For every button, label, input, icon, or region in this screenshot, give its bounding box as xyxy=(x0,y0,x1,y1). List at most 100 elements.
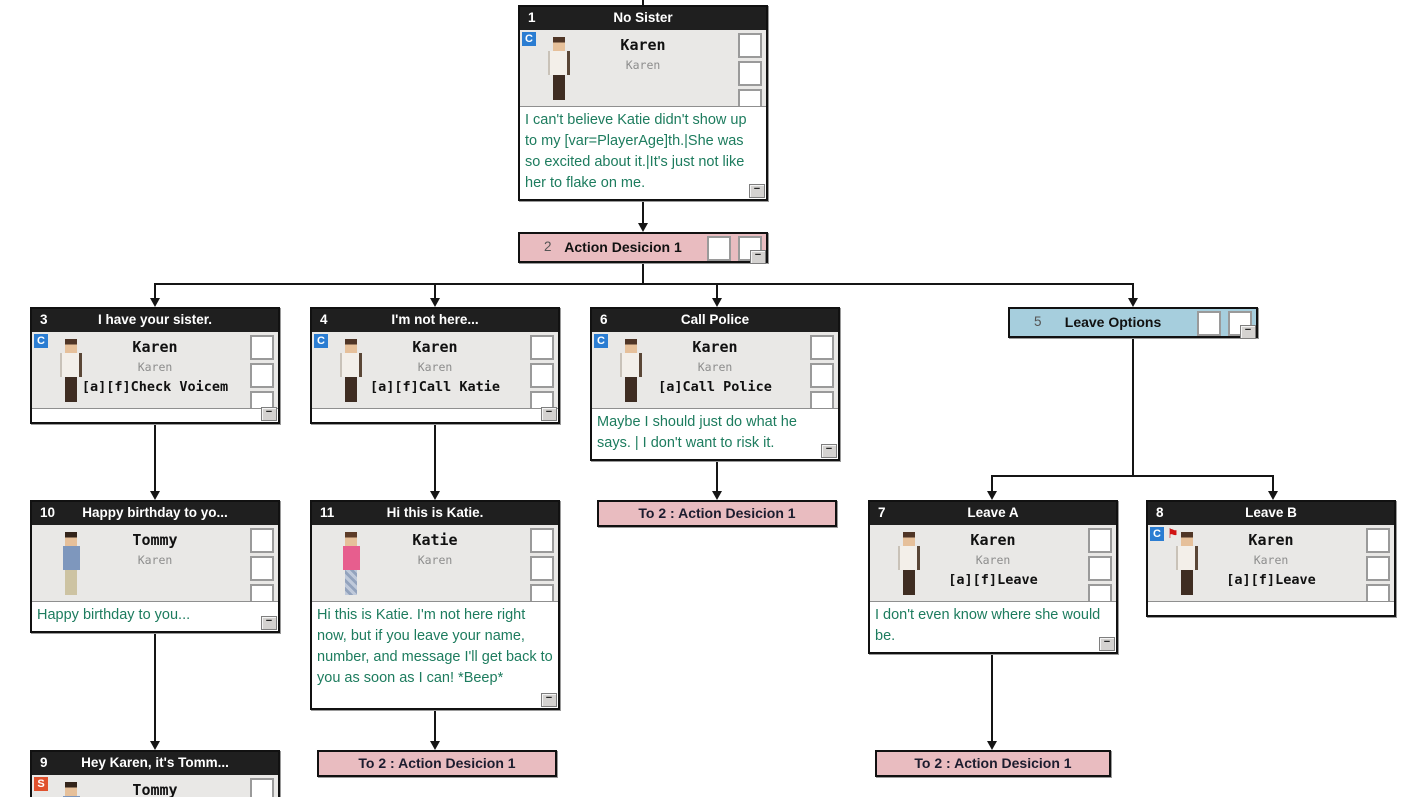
minimize-button[interactable]: − xyxy=(541,407,557,421)
node-title: Leave Options xyxy=(1064,314,1162,330)
dialogue-text-area[interactable]: Happy birthday to you... − xyxy=(32,601,278,631)
node-header[interactable]: 9 Hey Karen, it's Tomm... xyxy=(32,752,278,775)
arrowhead xyxy=(150,491,160,500)
dialogue-text-area[interactable]: − xyxy=(32,407,278,422)
dialogue-text[interactable] xyxy=(1148,602,1394,615)
node-title: Leave B xyxy=(1245,505,1297,520)
action-node-2[interactable]: 2 Action Desicion 1 − xyxy=(518,232,768,264)
character-name: Karen xyxy=(620,36,666,54)
node-body: Karen Karen [a][f]Leave xyxy=(870,525,1116,609)
character-name: Karen xyxy=(970,531,1016,549)
node-title: I'm not here... xyxy=(391,312,479,327)
node-id: 7 xyxy=(878,505,886,520)
checkbox[interactable] xyxy=(250,556,274,581)
checkbox[interactable] xyxy=(1366,556,1390,581)
arrowhead xyxy=(1128,298,1138,307)
dialogue-node-9[interactable]: 9 Hey Karen, it's Tomm... S Tommy xyxy=(30,750,280,797)
dialogue-node-11[interactable]: 11 Hi this is Katie. Katie Karen Hi this… xyxy=(310,500,560,710)
connector-line xyxy=(991,653,993,742)
checkbox[interactable] xyxy=(1366,528,1390,553)
checkbox[interactable] xyxy=(530,363,554,388)
character-sprite-karen xyxy=(54,339,88,403)
connector-line xyxy=(642,190,644,225)
dialogue-node-4[interactable]: 4 I'm not here... C Karen Karen [a][f]Ca… xyxy=(310,307,560,424)
dialogue-node-10[interactable]: 10 Happy birthday to yo... Tommy Karen H… xyxy=(30,500,280,633)
dialogue-text[interactable]: Hi this is Katie. I'm not here right now… xyxy=(317,607,553,686)
options-node-5[interactable]: 5 Leave Options − xyxy=(1008,307,1258,339)
minimize-button[interactable]: − xyxy=(261,616,277,630)
connector-line xyxy=(716,457,718,492)
dialogue-text-area[interactable]: I don't even know where she would be. − xyxy=(870,601,1116,652)
connector-line xyxy=(1132,283,1134,299)
link-node-to-action-decision[interactable]: To 2 : Action Desicion 1 xyxy=(597,500,837,527)
minimize-button[interactable]: − xyxy=(541,693,557,707)
node-header[interactable]: 11 Hi this is Katie. xyxy=(312,502,558,525)
checkbox[interactable] xyxy=(1088,528,1112,553)
checkbox[interactable] xyxy=(810,335,834,360)
dialogue-text[interactable] xyxy=(32,409,278,422)
action-label: [a][f]Call Katie xyxy=(369,379,501,395)
dialogue-node-1[interactable]: 1 No Sister C Karen Karen I can't believ… xyxy=(518,5,768,201)
node-header[interactable]: 8 Leave B xyxy=(1148,502,1394,525)
node-title: Call Police xyxy=(680,312,750,327)
character-sprite-karen xyxy=(892,532,926,596)
checkbox[interactable] xyxy=(250,778,274,797)
checkbox[interactable] xyxy=(738,33,762,58)
dialogue-text-area[interactable]: Maybe I should just do what he says. | I… xyxy=(592,408,838,459)
checkbox[interactable] xyxy=(530,528,554,553)
dialogue-text-area[interactable]: I can't believe Katie didn't show up to … xyxy=(520,106,766,199)
dialogue-text-area[interactable] xyxy=(1148,601,1394,615)
minimize-button[interactable]: − xyxy=(261,407,277,421)
connector-line xyxy=(716,283,718,299)
node-body: C ⚑ Karen Karen [a][f]Leave xyxy=(1148,525,1394,609)
connector-line xyxy=(154,283,1134,285)
dialogue-text-area[interactable]: − xyxy=(312,407,558,422)
dialogue-node-6[interactable]: 6 Call Police C Karen Karen [a]Call Poli… xyxy=(590,307,840,461)
checkbox[interactable] xyxy=(250,528,274,553)
node-header[interactable]: 4 I'm not here... xyxy=(312,309,558,332)
minimize-button[interactable]: − xyxy=(1240,325,1256,339)
node-body: C Karen Karen xyxy=(520,30,766,114)
checkbox[interactable] xyxy=(250,363,274,388)
minimize-button[interactable]: − xyxy=(821,444,837,458)
checkbox-column xyxy=(250,778,274,797)
node-title: I have your sister. xyxy=(97,312,213,327)
node-title: Hi this is Katie. xyxy=(386,505,484,520)
minimize-button[interactable]: − xyxy=(1099,637,1115,651)
dialogue-node-7[interactable]: 7 Leave A Karen Karen [a][f]Leave I don'… xyxy=(868,500,1118,654)
connector-line xyxy=(434,283,436,299)
connector-line xyxy=(642,262,644,284)
dialogue-text-area[interactable]: Hi this is Katie. I'm not here right now… xyxy=(312,601,558,708)
connector-line xyxy=(434,423,436,492)
node-header[interactable]: 7 Leave A xyxy=(870,502,1116,525)
flag-icon: ⚑ xyxy=(1167,526,1179,541)
checkbox[interactable] xyxy=(706,236,731,261)
minimize-button[interactable]: − xyxy=(749,184,765,198)
dialogue-text[interactable]: I don't even know where she would be. xyxy=(875,607,1101,644)
checkbox[interactable] xyxy=(810,363,834,388)
checkbox[interactable] xyxy=(1088,556,1112,581)
character-sprite-karen xyxy=(542,37,576,101)
checkbox[interactable] xyxy=(250,335,274,360)
checkbox[interactable] xyxy=(530,556,554,581)
link-node-to-action-decision[interactable]: To 2 : Action Desicion 1 xyxy=(317,750,557,777)
dialogue-node-3[interactable]: 3 I have your sister. C Karen Karen [a][… xyxy=(30,307,280,424)
arrowhead xyxy=(1268,491,1278,500)
dialogue-text[interactable]: Maybe I should just do what he says. | I… xyxy=(597,414,797,451)
checkbox[interactable] xyxy=(738,61,762,86)
condition-badge: C xyxy=(34,334,48,348)
dialogue-text[interactable]: I can't believe Katie didn't show up to … xyxy=(525,112,747,191)
dialogue-text[interactable]: Happy birthday to you... xyxy=(37,607,191,623)
dialogue-node-8[interactable]: 8 Leave B C ⚑ Karen Karen [a][f]Leave xyxy=(1146,500,1396,617)
checkbox[interactable] xyxy=(530,335,554,360)
node-header[interactable]: 6 Call Police xyxy=(592,309,838,332)
node-header[interactable]: 1 No Sister xyxy=(520,7,766,30)
node-header[interactable]: 3 I have your sister. xyxy=(32,309,278,332)
checkbox[interactable] xyxy=(1196,311,1221,336)
dialogue-text[interactable] xyxy=(312,409,558,422)
link-node-to-action-decision[interactable]: To 2 : Action Desicion 1 xyxy=(875,750,1111,777)
minimize-button[interactable]: − xyxy=(750,250,766,264)
node-header[interactable]: 10 Happy birthday to yo... xyxy=(32,502,278,525)
action-label: [a][f]Check Voicem xyxy=(81,379,229,395)
